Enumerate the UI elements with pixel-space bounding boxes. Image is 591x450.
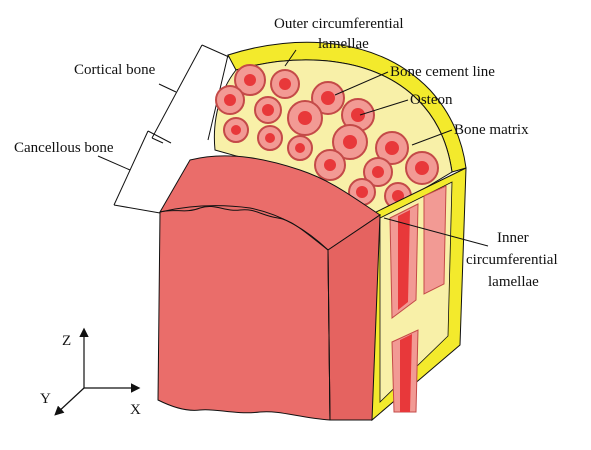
axis-label-x: X <box>130 402 141 418</box>
osteon <box>363 157 393 187</box>
leader-inner <box>383 217 489 247</box>
cancellous-bracket <box>97 130 172 214</box>
osteon <box>287 100 323 136</box>
label-cortical-bone: Cortical bone <box>74 62 156 78</box>
cortical-bracket <box>151 44 230 144</box>
leader-lines <box>284 49 489 247</box>
label-inner-line1: Inner <box>497 230 529 246</box>
osteon <box>311 81 345 115</box>
label-outer-line1: Outer circumferential <box>274 16 404 32</box>
label-cancellous-bone: Cancellous bone <box>14 140 114 156</box>
label-inner-line3: lamellae <box>488 274 539 290</box>
label-bone-matrix: Bone matrix <box>454 122 529 138</box>
longitudinal-canal <box>398 210 410 310</box>
osteons <box>215 64 439 210</box>
osteon <box>341 98 375 132</box>
label-inner-line2: circumferential <box>466 252 558 268</box>
leader-matrix <box>411 129 453 146</box>
leader-cement <box>334 71 389 96</box>
cancellous-block <box>157 155 381 421</box>
block-vertical-edge <box>327 249 331 421</box>
longitudinal-osteon-2 <box>423 185 447 295</box>
axis-label-y: Y <box>40 391 51 407</box>
broken-edge <box>159 205 329 251</box>
y-axis-arrow <box>54 387 85 416</box>
leader-outer <box>284 49 297 67</box>
osteon <box>234 64 266 96</box>
block-front-face <box>157 205 331 421</box>
leader-osteon <box>359 99 409 116</box>
coordinate-axes: Z X Y <box>40 327 141 418</box>
osteon <box>215 85 245 115</box>
osteon <box>257 125 283 151</box>
label-osteon: Osteon <box>410 92 453 108</box>
osteon <box>405 151 439 185</box>
label-bone-cement-line: Bone cement line <box>390 64 495 80</box>
osteon <box>332 124 368 160</box>
right-cut-face <box>369 167 467 422</box>
osteon <box>223 117 249 143</box>
axis-label-z: Z <box>62 333 71 349</box>
lower-canal <box>400 334 412 412</box>
osteon <box>375 131 409 165</box>
osteon <box>314 149 346 181</box>
osteon <box>270 69 300 99</box>
osteon <box>254 96 282 124</box>
block-right-face <box>327 214 381 421</box>
osteon <box>287 135 313 161</box>
osteon <box>348 178 376 206</box>
label-outer-line2: lamellae <box>318 36 369 52</box>
